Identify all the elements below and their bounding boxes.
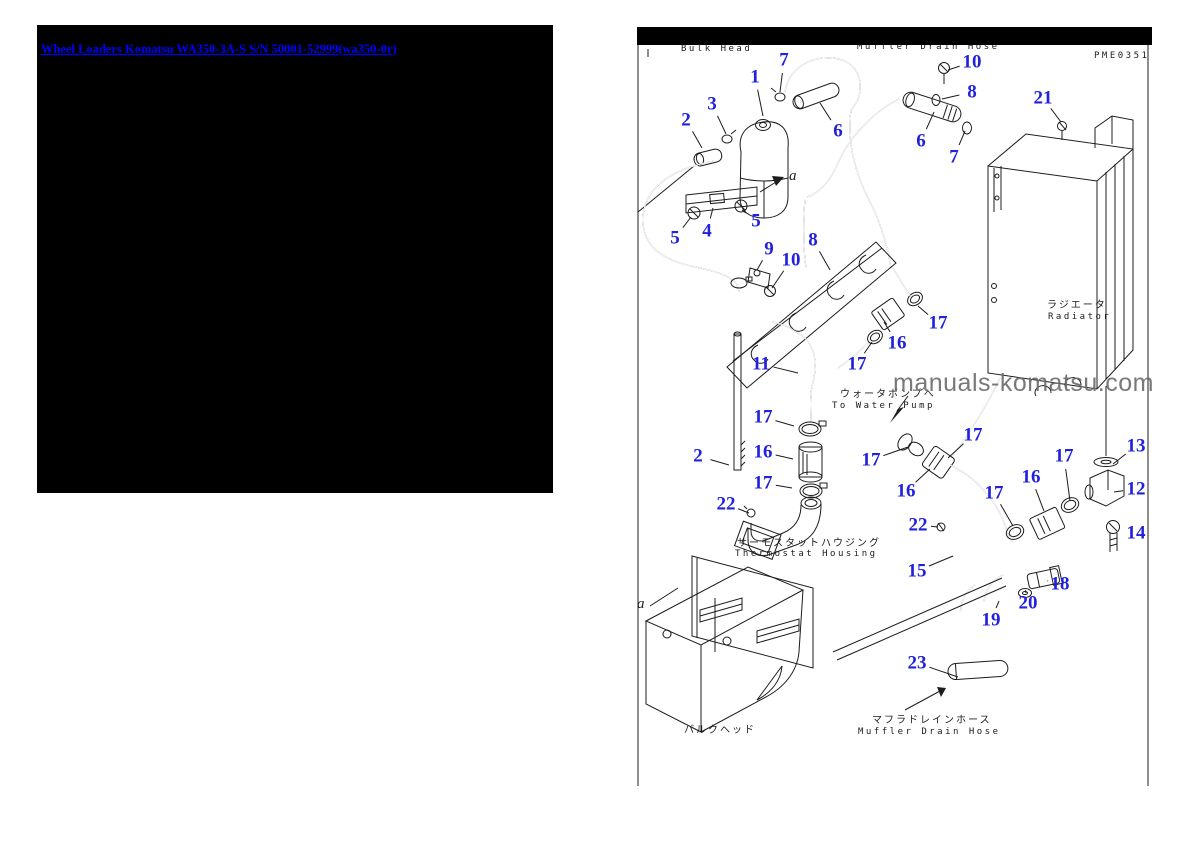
muffler-label-en: Muffler Drain Hose (858, 727, 1001, 737)
radiator-top-hose (803, 62, 972, 269)
to-water-pump-label-en: To Water Pump (832, 401, 935, 411)
callout-6: 6 (833, 120, 843, 142)
callout-2: 2 (681, 109, 691, 131)
callout-18: 18 (1050, 573, 1070, 595)
callout-11: 11 (752, 353, 770, 375)
callout-16: 16 (1021, 466, 1041, 488)
radiator-label-jp: ラジエータ (1047, 300, 1107, 311)
callout-17: 17 (984, 482, 1004, 504)
callout-22: 22 (908, 514, 928, 536)
radiator-lower-hose (771, 321, 828, 499)
drawing-code: PME0351 (1094, 51, 1150, 61)
callout-7: 7 (779, 49, 789, 71)
callout-17: 17 (928, 312, 948, 334)
callout-17: 17 (963, 424, 983, 446)
callout-5: 5 (751, 210, 761, 232)
overflow-tube-lower (733, 331, 746, 471)
callout-17: 17 (847, 353, 867, 375)
model-link[interactable]: Wheel Loaders Komatsu WA350-3A-S S/N 500… (41, 42, 397, 56)
callout-8: 8 (967, 81, 977, 103)
view-a-marker-top: a (789, 168, 797, 184)
callout-16: 16 (896, 480, 916, 502)
diagram-top-bar (637, 27, 1152, 45)
callout-15: 15 (907, 560, 927, 582)
reservoir-tank (739, 87, 789, 219)
callout-23: 23 (907, 652, 927, 674)
callout-1: 1 (750, 66, 760, 88)
callout-6: 6 (916, 130, 926, 152)
overflow-hose (637, 129, 753, 332)
baffle-plate (726, 241, 897, 389)
callout-17: 17 (753, 472, 773, 494)
callout-17: 17 (753, 406, 773, 428)
tank-hose-6 (784, 57, 892, 269)
callout-22: 22 (716, 493, 736, 515)
callout-17: 17 (861, 449, 881, 471)
clipped-top-label-glyphs: Muffler Drain Hose (857, 42, 1000, 52)
view-a-marker-bottom: a (637, 596, 645, 612)
callout-5: 5 (670, 227, 680, 249)
callout-9: 9 (764, 238, 774, 260)
bulk-head-label: Bulk Head (681, 44, 753, 54)
callout-14: 14 (1126, 522, 1146, 544)
bulkhead-panel (644, 555, 814, 733)
drain-valve-chain (1005, 386, 1125, 552)
to-water-pump-label-jp: ウォータポンプへ (840, 389, 936, 400)
callout-8: 8 (808, 229, 818, 251)
radiator (987, 115, 1134, 397)
callout-2: 2 (693, 445, 703, 467)
callout-4: 4 (702, 220, 712, 242)
callout-10: 10 (962, 51, 982, 73)
callout-7: 7 (949, 146, 959, 168)
muffler-drain-hoses (832, 565, 1063, 716)
upper-clamp-sleeve-chain (837, 267, 923, 369)
callout-21: 21 (1033, 87, 1053, 109)
callout-16: 16 (753, 441, 773, 463)
callout-20: 20 (1018, 592, 1038, 614)
callout-17: 17 (1054, 445, 1074, 467)
callout-19: 19 (981, 609, 1001, 631)
radiator-label-en: Radiator (1048, 312, 1112, 322)
thermostat-label-en: Thermostat Housing (735, 549, 878, 559)
site-watermark: manuals-komatsu.com (893, 369, 1154, 397)
callout-3: 3 (707, 93, 717, 115)
callout-10: 10 (781, 249, 801, 271)
muffler-label-jp: マフラドレインホース (872, 715, 992, 726)
bulkhead-label-jp: バルクヘッド (684, 725, 756, 736)
callout-leader-lines (682, 65, 1127, 678)
callout-16: 16 (887, 332, 907, 354)
tank-bracket (685, 176, 784, 220)
callout-12: 12 (1126, 478, 1146, 500)
callout-13: 13 (1126, 435, 1146, 457)
thermostat-housing (733, 496, 822, 560)
thermostat-label-jp: サーモスタットハウジング (737, 538, 881, 549)
left-black-panel: Wheel Loaders Komatsu WA350-3A-S S/N 500… (37, 25, 553, 493)
